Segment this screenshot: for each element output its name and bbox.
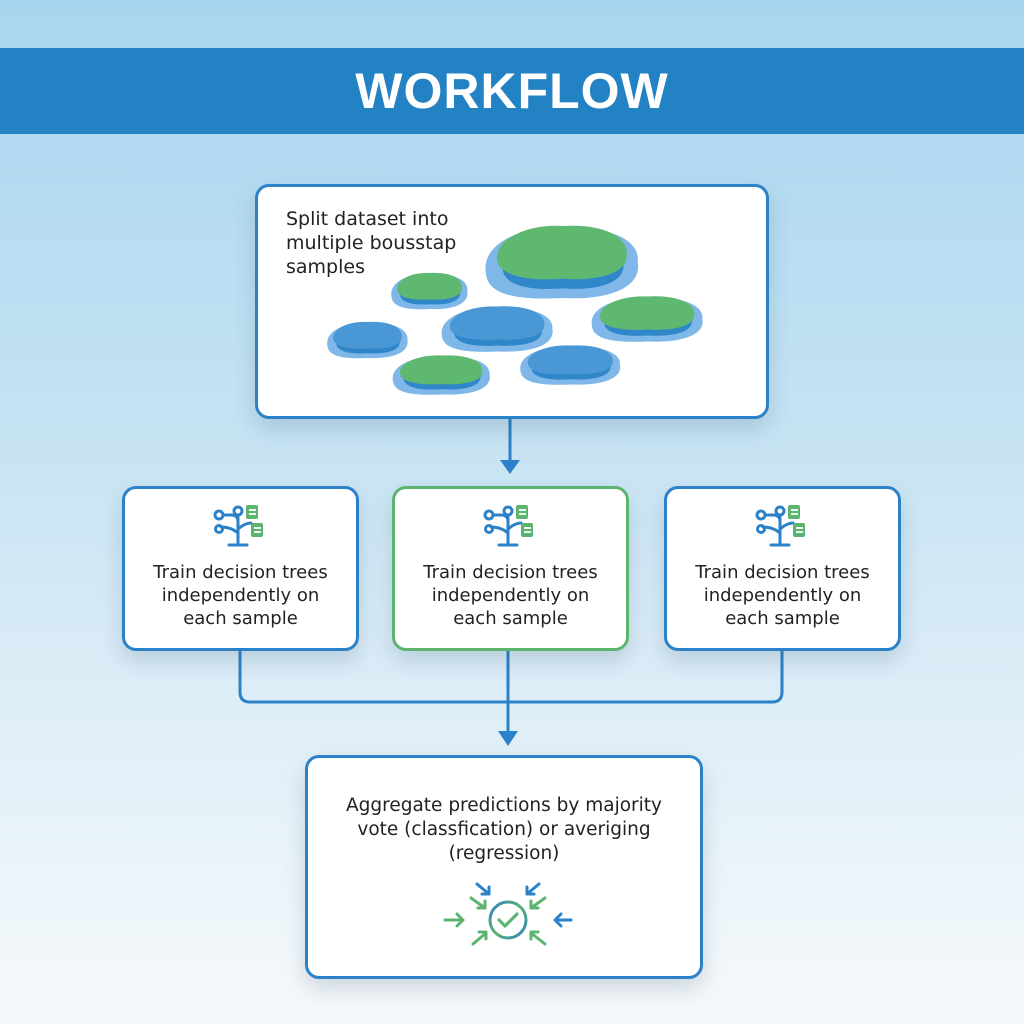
sample-blob: [441, 306, 553, 352]
arrow-icon: [443, 912, 465, 928]
sample-blob: [520, 345, 621, 385]
arrowhead-to-train: [500, 460, 520, 474]
split-step-text: Split dataset into multiple bousstap sam…: [286, 208, 457, 278]
arrow-icon: [525, 882, 541, 896]
sample-blob: [591, 296, 703, 342]
check-icon: [497, 912, 519, 928]
connector-train-merge: [238, 651, 784, 704]
step-split-dataset: Split dataset into multiple bousstap sam…: [255, 184, 769, 419]
ring-icon: [488, 900, 528, 940]
arrow-icon: [471, 930, 488, 946]
train-step-text: Train decision trees independently on ea…: [153, 562, 328, 629]
page-title: WORKFLOW: [355, 63, 669, 119]
arrow-icon: [529, 930, 547, 946]
decision-tree-icon: [755, 505, 805, 547]
step-train-trees-1: Train decision trees independently on ea…: [122, 486, 359, 651]
step-train-trees-3: Train decision trees independently on ea…: [664, 486, 901, 651]
arrow-icon: [469, 896, 487, 910]
arrow-icon: [553, 912, 573, 928]
decision-tree-icon: [483, 505, 533, 547]
step-aggregate-predictions: Aggregate predictions by majority vote (…: [305, 755, 703, 979]
sample-blob: [327, 321, 408, 359]
header-banner: WORKFLOW: [0, 48, 1024, 134]
sample-blob: [392, 355, 490, 395]
sample-blob: [485, 225, 639, 299]
train-step-text: Train decision trees independently on ea…: [423, 562, 598, 629]
step-train-trees-2: Train decision trees independently on ea…: [392, 486, 629, 651]
train-step-text: Train decision trees independently on ea…: [695, 562, 870, 629]
arrow-icon: [475, 882, 491, 896]
arrowhead-to-aggregate: [498, 731, 518, 746]
converging-arrows-check-icon: [443, 882, 573, 946]
arrow-icon: [529, 896, 547, 910]
decision-tree-icon: [213, 505, 263, 547]
aggregate-step-text: Aggregate predictions by majority vote (…: [346, 795, 662, 864]
